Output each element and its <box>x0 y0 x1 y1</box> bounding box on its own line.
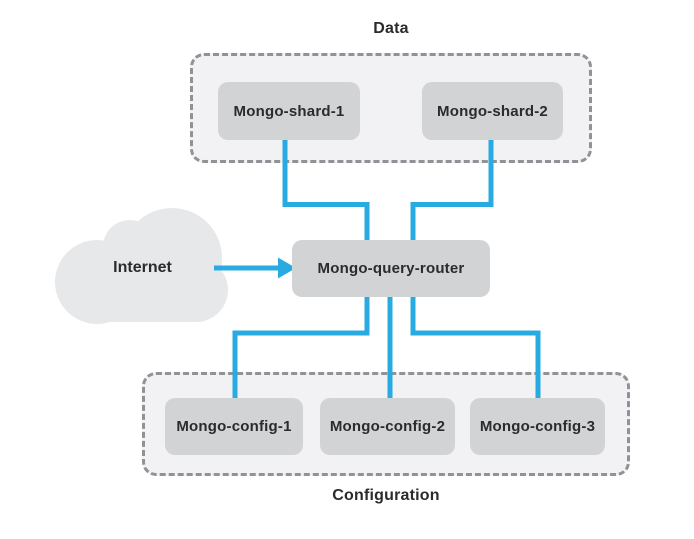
node-mongo-config-3: Mongo-config-3 <box>470 398 605 455</box>
configuration-group-label: Configuration <box>332 487 440 504</box>
node-mongo-shard-1: Mongo-shard-1 <box>218 82 360 140</box>
internet-cloud-icon <box>55 208 228 324</box>
node-mongo-config-1: Mongo-config-1 <box>165 398 303 455</box>
node-mongo-config-2: Mongo-config-2 <box>320 398 455 455</box>
node-mongo-query-router: Mongo-query-router <box>292 240 490 297</box>
node-mongo-shard-2: Mongo-shard-2 <box>422 82 563 140</box>
internet-label: Internet <box>113 259 172 276</box>
data-group-label: Data <box>373 20 409 37</box>
